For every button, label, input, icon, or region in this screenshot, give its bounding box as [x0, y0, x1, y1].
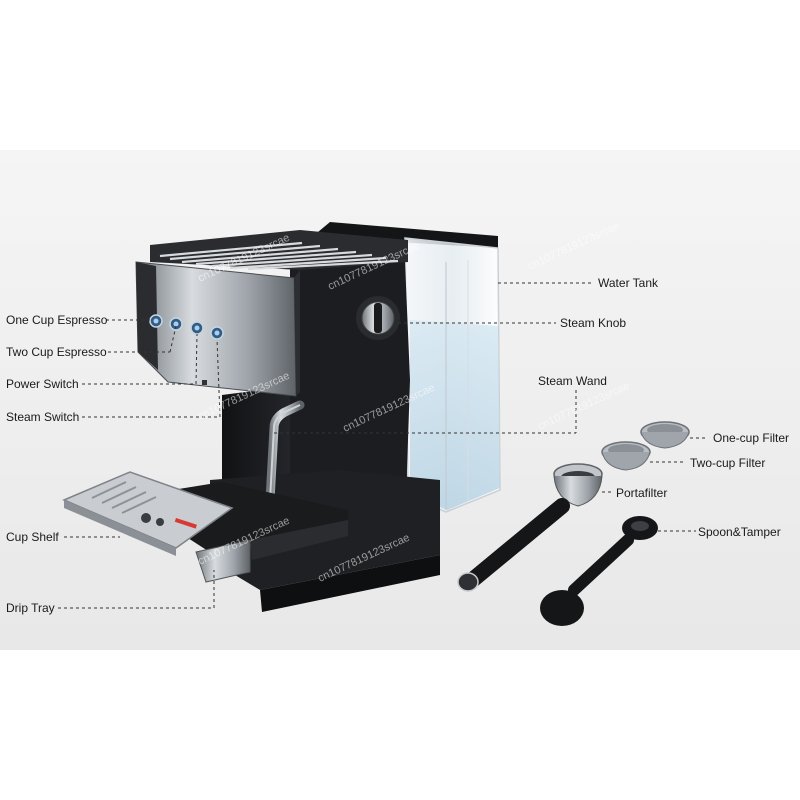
label-one-cup-filter: One-cup Filter: [713, 431, 790, 445]
water-tank: [318, 222, 501, 513]
label-one-cup-espresso: One Cup Espresso: [6, 313, 108, 327]
label-steam-knob: Steam Knob: [560, 316, 627, 330]
label-power-switch: Power Switch: [6, 377, 79, 391]
label-two-cup-filter: Two-cup Filter: [690, 456, 766, 470]
portafilter: [457, 463, 603, 592]
leader-lines: [58, 282, 708, 609]
one-cup-filter: [640, 421, 690, 449]
water-tank-lid: [318, 222, 498, 248]
cup-warmer-grate: [150, 230, 408, 271]
label-steam-wand: Steam Wand: [538, 374, 607, 388]
spoon-tamper: [540, 516, 658, 626]
label-drip-tray: Drip Tray: [6, 601, 55, 615]
label-two-cup-espresso: Two Cup Espresso: [6, 345, 107, 359]
label-portafilter: Portafilter: [616, 486, 668, 500]
label-spoon-tamper: Spoon&Tamper: [698, 525, 781, 539]
watermark-8: cn1077819123srcae: [526, 220, 621, 273]
label-steam-switch: Steam Switch: [6, 410, 80, 424]
control-panel: [135, 261, 300, 397]
steam-wand: [265, 400, 305, 505]
label-cup-shelf: Cup Shelf: [6, 530, 59, 544]
control-buttons: [149, 314, 224, 340]
water-level: [410, 320, 500, 510]
steam-knob: [356, 296, 400, 340]
label-water-tank: Water Tank: [598, 276, 659, 290]
cup-shelf: [62, 471, 234, 556]
two-cup-filter: [601, 441, 651, 471]
